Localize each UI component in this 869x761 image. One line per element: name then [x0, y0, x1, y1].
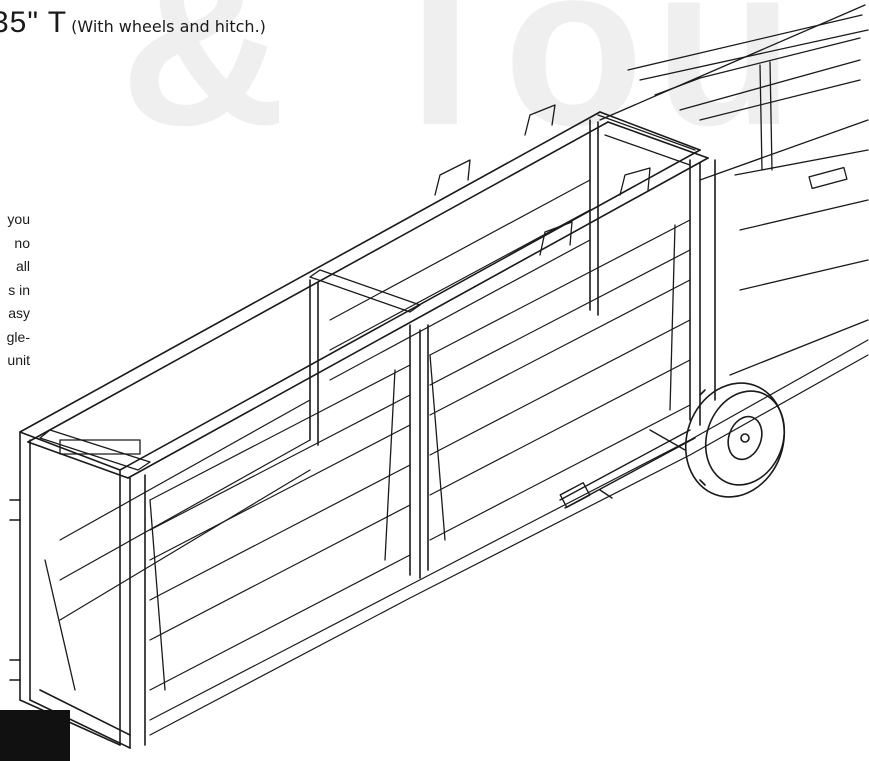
top-handles: [434, 104, 651, 256]
top-crossbars: [39, 114, 696, 471]
top-rails: [19, 111, 709, 479]
paragraph-line: all: [15, 258, 30, 274]
front-frame: [9, 431, 146, 749]
paragraph-line: gle-: [6, 328, 30, 345]
dimension-heading: 35" T(With wheels and hitch.): [0, 6, 266, 40]
corner-block: [0, 710, 70, 761]
paragraph-line: asy: [8, 305, 30, 321]
side-panels: [59, 179, 869, 736]
far-end-frame: [599, 4, 869, 376]
heading-note: (With wheels and hitch.): [71, 17, 266, 36]
panel-braces: [44, 224, 676, 691]
watermark-text: & Tou: [120, 0, 805, 173]
height-dimension: 35" T: [0, 6, 68, 39]
wheel: [684, 382, 786, 498]
paragraph-line: s in: [8, 281, 30, 298]
paragraph-line: no: [14, 234, 30, 251]
axle-hitch: [559, 429, 696, 509]
paragraph-line: you: [7, 211, 30, 227]
paragraph-line: unit: [7, 352, 30, 368]
cropped-paragraph: you no all s in asy gle- unit: [7, 208, 30, 373]
middle-frame: [309, 119, 716, 579]
